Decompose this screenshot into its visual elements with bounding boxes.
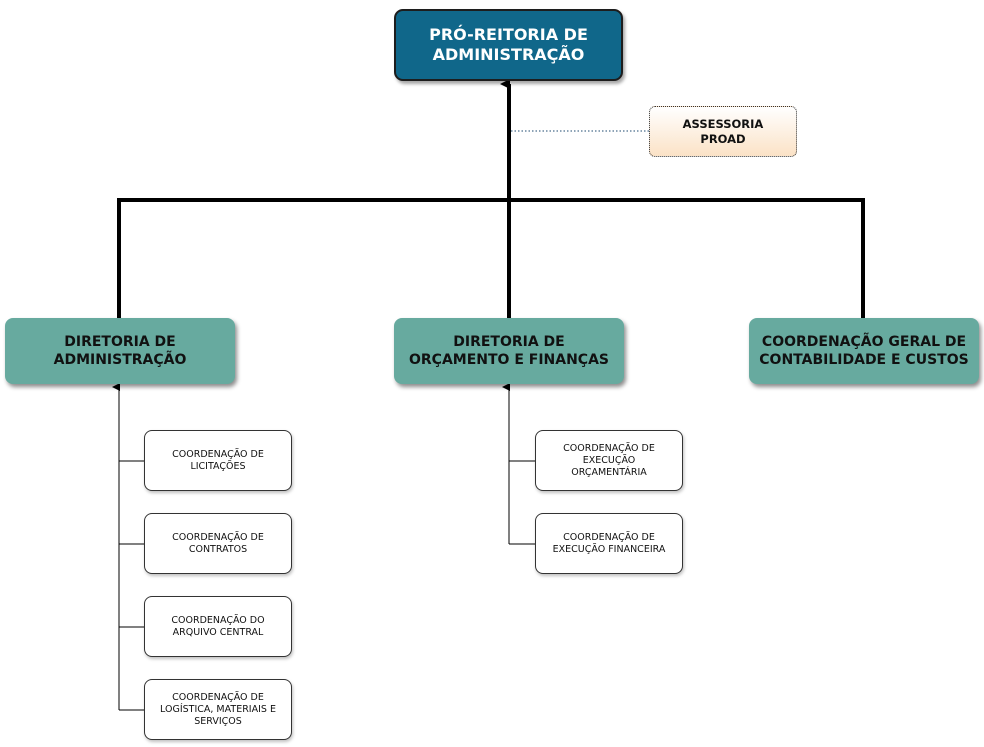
coord-logistica-label: COORDENAÇÃO DE LOGÍSTICA, MATERIAIS E SE… — [160, 691, 276, 727]
coord-licitacoes-box: COORDENAÇÃO DE LICITAÇÕES — [144, 430, 292, 491]
coord-logistica-box: COORDENAÇÃO DE LOGÍSTICA, MATERIAIS E SE… — [144, 679, 292, 740]
diretoria-orcamento-label: DIRETORIA DE ORÇAMENTO E FINANÇAS — [409, 334, 609, 368]
coordenacao-contabilidade-box: COORDENAÇÃO GERAL DE CONTABILIDADE E CUS… — [749, 318, 979, 384]
diretoria-orcamento-box: DIRETORIA DE ORÇAMENTO E FINANÇAS — [394, 318, 624, 384]
assessoria-box: ASSESSORIA PROAD — [649, 106, 797, 157]
coord-contratos-box: COORDENAÇÃO DE CONTRATOS — [144, 513, 292, 574]
pro-reitoria-label: PRÓ-REITORIA DE ADMINISTRAÇÃO — [429, 25, 588, 64]
coord-contratos-label: COORDENAÇÃO DE CONTRATOS — [172, 531, 264, 555]
coord-exec-financeira-box: COORDENAÇÃO DE EXECUÇÃO FINANCEIRA — [535, 513, 683, 574]
coord-exec-orcamentaria-label: COORDENAÇÃO DE EXECUÇÃO ORÇAMENTÁRIA — [563, 442, 655, 478]
coord-licitacoes-label: COORDENAÇÃO DE LICITAÇÕES — [172, 448, 264, 472]
diretoria-administracao-box: DIRETORIA DE ADMINISTRAÇÃO — [5, 318, 235, 384]
coord-exec-financeira-label: COORDENAÇÃO DE EXECUÇÃO FINANCEIRA — [552, 531, 666, 555]
coordenacao-contabilidade-label: COORDENAÇÃO GERAL DE CONTABILIDADE E CUS… — [759, 334, 969, 368]
coord-exec-orcamentaria-box: COORDENAÇÃO DE EXECUÇÃO ORÇAMENTÁRIA — [535, 430, 683, 491]
assessoria-label: ASSESSORIA PROAD — [682, 116, 764, 146]
diretoria-administracao-label: DIRETORIA DE ADMINISTRAÇÃO — [53, 334, 187, 368]
coord-arquivo-label: COORDENAÇÃO DO ARQUIVO CENTRAL — [171, 614, 265, 638]
coord-arquivo-box: COORDENAÇÃO DO ARQUIVO CENTRAL — [144, 596, 292, 657]
pro-reitoria-box: PRÓ-REITORIA DE ADMINISTRAÇÃO — [394, 9, 623, 81]
bus-line — [117, 198, 865, 318]
